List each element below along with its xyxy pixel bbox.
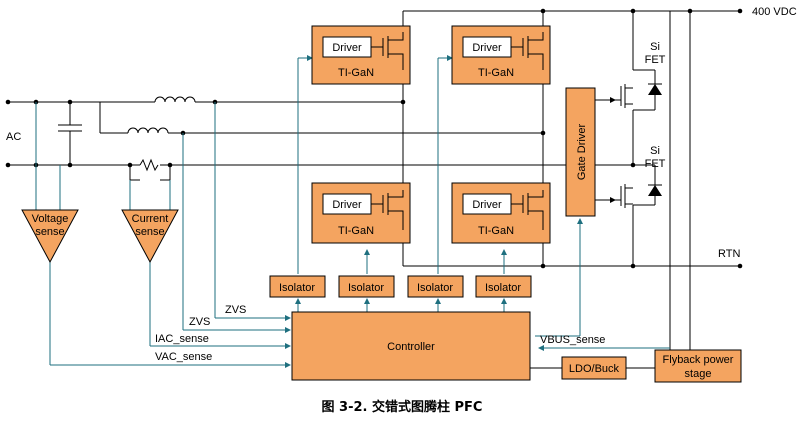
svg-text:FET: FET — [645, 158, 666, 170]
svg-text:TI-GaN: TI-GaN — [478, 67, 514, 79]
vac-sense-label: VAC_sense — [155, 351, 212, 363]
flyback-block: Flyback power stage — [654, 349, 742, 383]
zvs-label-2: ZVS — [189, 316, 210, 328]
signal-lines — [35, 55, 670, 369]
svg-text:sense: sense — [135, 226, 164, 238]
isolator-4: Isolator — [475, 275, 532, 298]
svg-text:Driver: Driver — [472, 42, 502, 54]
vdc-label: 400 VDC — [752, 6, 797, 18]
controller-block: Controller — [291, 311, 531, 381]
svg-text:TI-GaN: TI-GaN — [338, 67, 374, 79]
svg-text:Driver: Driver — [472, 199, 502, 211]
svg-text:Isolator: Isolator — [279, 282, 315, 294]
svg-text:sense: sense — [35, 226, 64, 238]
gan-block-2: Driver TI-GaN — [451, 25, 551, 85]
svg-text:Flyback power: Flyback power — [663, 354, 734, 366]
voltage-sense-amp: Voltage sense — [21, 209, 79, 264]
ac-label: AC — [6, 131, 21, 143]
iac-sense-label: IAC_sense — [155, 333, 209, 345]
si-fet-top: Si FET — [615, 41, 666, 108]
figure-caption: 图 3-2. 交错式图腾柱 PFC — [322, 399, 483, 415]
svg-text:Isolator: Isolator — [485, 282, 521, 294]
inductor-1 — [154, 96, 196, 103]
svg-text:stage: stage — [685, 368, 712, 380]
shunt-resistor — [139, 158, 159, 172]
svg-text:Driver: Driver — [332, 199, 362, 211]
svg-text:Isolator: Isolator — [348, 282, 384, 294]
zvs-label-1: ZVS — [225, 304, 246, 316]
svg-text:Gate Driver: Gate Driver — [576, 124, 588, 181]
isolator-1: Isolator — [269, 275, 326, 298]
svg-text:LDO/Buck: LDO/Buck — [569, 363, 620, 375]
svg-text:Voltage: Voltage — [32, 213, 69, 225]
svg-text:Controller: Controller — [387, 341, 435, 353]
svg-text:Driver: Driver — [332, 42, 362, 54]
gan-block-4: Driver TI-GaN — [451, 182, 551, 244]
ldo-buck-block: LDO/Buck — [561, 356, 627, 380]
si-fet-bottom: Si FET — [615, 145, 666, 208]
svg-text:Current: Current — [132, 213, 169, 225]
gan-block-3: Driver TI-GaN — [311, 182, 411, 244]
svg-text:TI-GaN: TI-GaN — [478, 225, 514, 237]
svg-text:Isolator: Isolator — [417, 282, 453, 294]
svg-text:Si: Si — [650, 145, 660, 157]
svg-text:TI-GaN: TI-GaN — [338, 225, 374, 237]
isolator-3: Isolator — [407, 275, 464, 298]
vbus-sense-label: VBUS_sense — [540, 334, 605, 346]
svg-text:FET: FET — [645, 54, 666, 66]
svg-text:Si: Si — [650, 41, 660, 53]
isolator-2: Isolator — [338, 275, 395, 298]
gate-driver-block: Gate Driver — [565, 87, 596, 217]
rtn-label: RTN — [718, 248, 740, 260]
power-wires — [8, 10, 740, 350]
inductor-2 — [127, 127, 169, 134]
current-sense-amp: Current sense — [121, 209, 179, 264]
gan-block-1: Driver TI-GaN — [311, 25, 411, 85]
